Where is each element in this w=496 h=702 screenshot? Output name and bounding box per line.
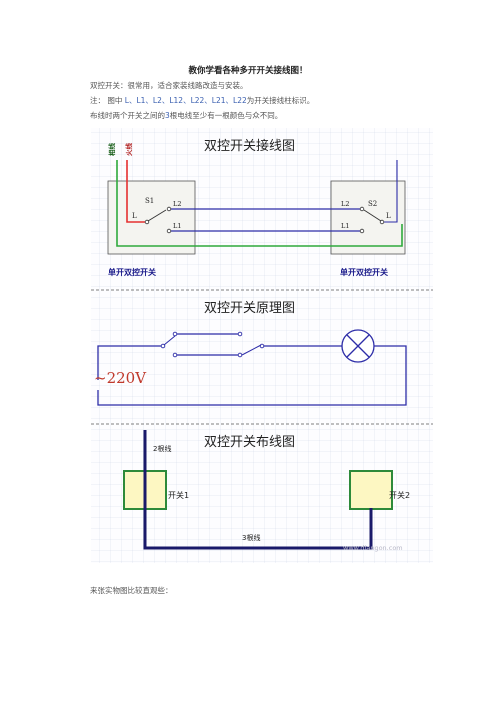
principle-sw2-common [259,343,265,349]
term-left-l1: L1 [173,222,181,230]
principle-circuit-left [97,345,162,380]
contact-left-common [144,219,150,225]
label-switch-1: 开关1 [168,490,189,500]
blade-left [147,209,167,222]
principle-sw1-top [172,331,178,337]
term-right-l: L [386,212,391,220]
red-wire [126,160,145,223]
wire-label-live: 火线 [124,143,133,157]
wire-label-phase: 相线 [107,143,116,157]
diagram1-title: 双控开关接线图 [204,138,295,154]
principle-sw1-blade [163,335,176,346]
diagram-layout: 双控开关布线图 2根线 开关1 开关2 3根线 www.diangon.com [123,430,410,552]
tip-suffix: 根电线至少有一根颜色与众不同。 [169,111,283,120]
watermark: www.diangon.com [343,544,403,552]
intro-paragraph: 双控开关：很常用，适合家装线路改造与安装。 [90,81,248,90]
caption-switch-left: 单开双控开关 [108,267,156,277]
switch-right-name: S2 [368,200,377,208]
diagram-principle: 双控开关原理图 ~220V [94,301,407,406]
contact-left-l1 [166,228,172,234]
contact-right-l1 [359,228,365,234]
principle-sw2-blade [241,344,262,356]
term-right-l1: L1 [341,222,349,230]
contact-right-l2 [359,206,365,212]
note-prefix: 注： 图中 [90,96,123,105]
label-wires-bottom: 3根线 [242,533,260,542]
caption-switch-right: 单开双控开关 [340,267,388,277]
voltage-label: ~220V [94,369,147,387]
tip-number: 3 [165,111,170,120]
switch-box-left [107,180,196,255]
lamp-icon [341,329,375,363]
blue-wire-load [383,160,398,223]
term-left-l: L [132,212,137,220]
principle-sw2-top [237,331,243,337]
label-switch-2: 开关2 [389,490,410,500]
tip-prefix: 布线时两个开关之间的 [90,111,165,120]
contact-left-l2 [166,206,172,212]
layout-wire-between [143,508,373,550]
footer-paragraph: 来张实物图比较直观些： [90,586,173,595]
note-terms: L、L1、L2、L12、L22、L21、L22 [124,96,247,105]
principle-sw2-bottom [237,352,243,358]
term-left-l2: L2 [173,200,181,208]
diagram3-title: 双控开关布线图 [204,435,295,450]
green-wire [116,160,403,247]
blade-right [363,209,382,222]
layout-switch-2 [349,470,393,510]
term-right-l2: L2 [341,200,349,208]
article-title: 教你学看各种多开开关接线图！ [188,66,308,76]
diagram2-title: 双控开关原理图 [204,301,295,316]
wiring-tip-paragraph: 布线时两个开关之间的3根电线至少有一根颜色与众不同。 [90,110,282,121]
diagram-wiring: 双控开关接线图 相线 火线 S1 S2 L L2 L1 L2 L1 [107,138,406,277]
contact-right-common [379,219,385,225]
principle-sw1-bottom [172,352,178,358]
switch-box-right [330,180,406,255]
principle-circuit-right [97,345,407,406]
note-suffix: 为开关接线柱标识。 [246,96,315,105]
note-paragraph: 注： 图中 L、L1、L2、L12、L22、L21、L22为开关接线柱标识。 [90,95,314,106]
label-wires-top: 2根线 [153,444,171,453]
switch-left-name: S1 [145,197,154,205]
principle-sw1-common [160,343,166,349]
